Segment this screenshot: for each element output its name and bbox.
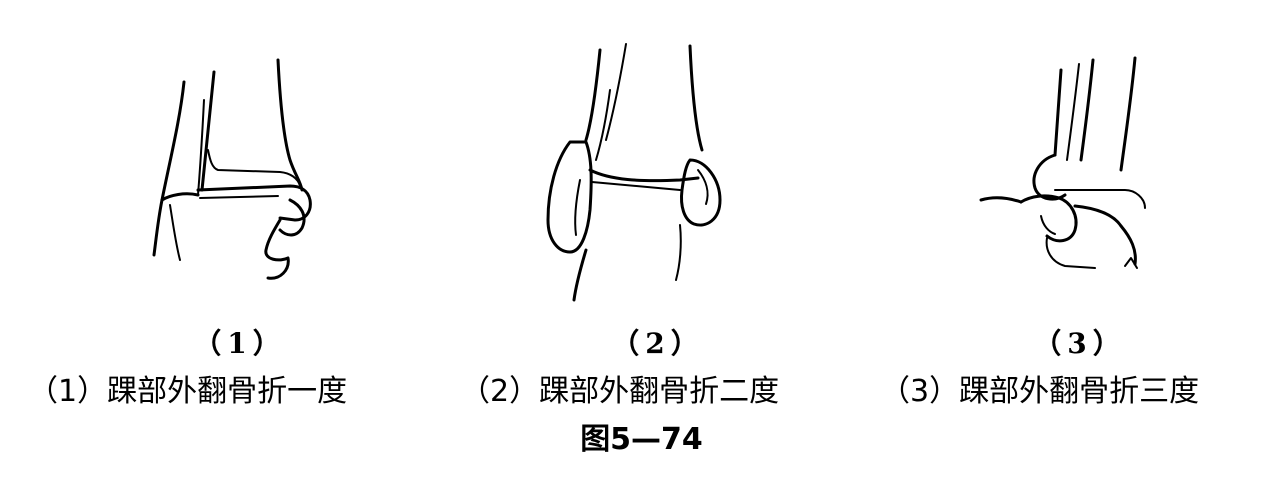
figure-title: 图5—74 [0, 414, 1283, 458]
panel-caption-3: （3）踝部外翻骨折三度 [880, 366, 1199, 410]
ankle-fracture-drawing-3 [975, 30, 1175, 330]
panel-number-2: （2） [578, 322, 738, 362]
ankle-illustration-1 [140, 30, 340, 290]
panel-caption-2: （2）踝部外翻骨折二度 [460, 366, 779, 410]
ankle-illustration-2 [530, 30, 750, 310]
panel-number-3: （3） [1000, 322, 1160, 362]
ankle-fracture-drawing-2 [530, 30, 750, 330]
ankle-illustration-3 [975, 30, 1175, 290]
panel-number-1: （1） [160, 322, 320, 362]
ankle-fracture-drawing-1 [140, 30, 340, 330]
panel-caption-1: （1）踝部外翻骨折一度 [28, 366, 347, 410]
